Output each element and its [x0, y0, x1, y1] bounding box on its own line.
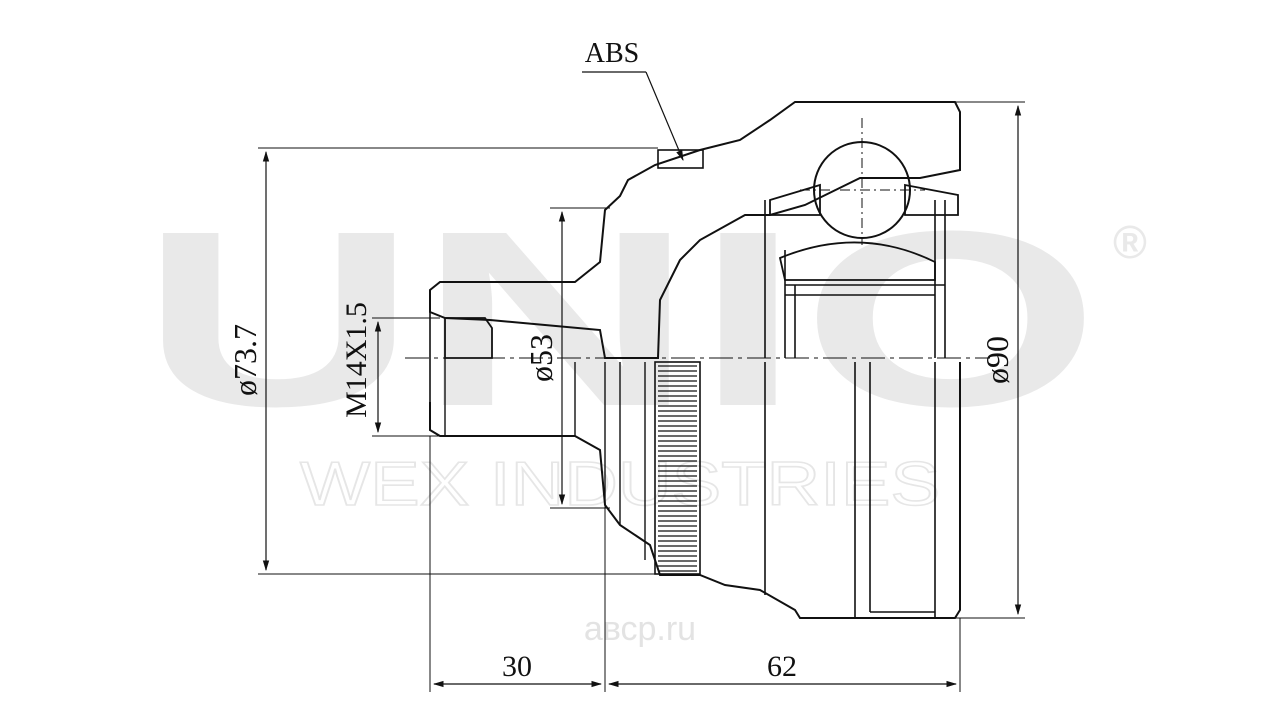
- stub-shaft: [429, 101, 961, 619]
- dim-dia-90: ø90: [955, 101, 1025, 619]
- len-62-label: 62: [767, 650, 797, 683]
- dia-73-7-label: ø73.7: [227, 324, 263, 396]
- abs-ring: [654, 361, 701, 575]
- abs-callout: ABS: [582, 38, 684, 161]
- dim-lengths: 30 62: [429, 436, 961, 692]
- dia-53-label: ø53: [523, 334, 559, 382]
- watermark-registered: ®: [1113, 216, 1147, 268]
- len-30-label: 30: [502, 650, 532, 683]
- thread-label: M14X1.5: [340, 302, 373, 418]
- dia-90-label: ø90: [979, 336, 1015, 384]
- dim-dia-73-7: ø73.7: [227, 147, 660, 575]
- watermark: UNIO ® WEX INDUSTRIES авср.ru: [140, 179, 1147, 648]
- abs-label: ABS: [585, 38, 639, 69]
- dim-thread: M14X1.5: [340, 302, 440, 437]
- dim-dia-53: ø53: [523, 207, 610, 509]
- watermark-site: авср.ru: [584, 610, 696, 648]
